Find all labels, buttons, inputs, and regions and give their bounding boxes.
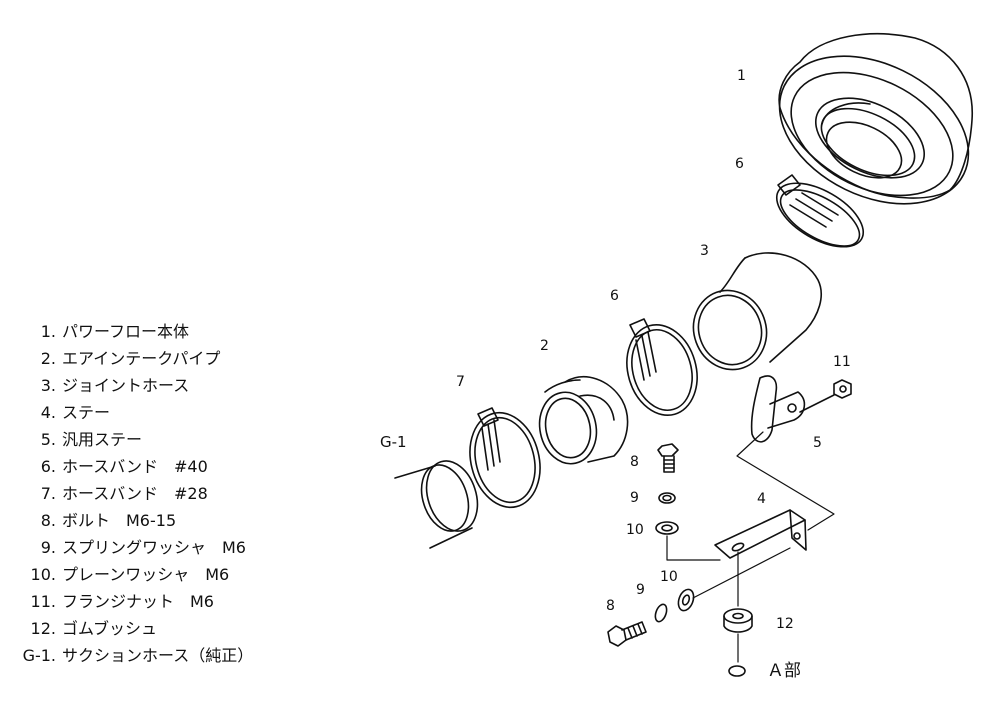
part-number: 6.: [40, 457, 56, 476]
spring-washer-lower: [654, 603, 668, 623]
part-name: 汎用ステー: [62, 430, 143, 449]
mounting-hole-a: [728, 665, 746, 677]
part-number: 11.: [30, 592, 56, 611]
parts-list-item: 6. ホースバンド #40: [18, 453, 253, 480]
part-name: ジョイントホース: [62, 376, 190, 395]
part-name: スプリングワッシャ M6: [62, 538, 246, 557]
part-number: 7.: [40, 484, 56, 503]
callout-6-upper: 6: [735, 156, 744, 172]
plain-washer-upper: [655, 521, 679, 535]
callout-11: 11: [833, 354, 851, 370]
rubber-bush: [723, 608, 753, 633]
leader-line-lower: [692, 547, 791, 599]
parts-list-item: 5. 汎用ステー: [18, 426, 253, 453]
callout-10-lower: 10: [660, 569, 678, 585]
part-name: パワーフロー本体: [62, 322, 190, 341]
bolt-line-11: [799, 394, 835, 413]
part-number: 12.: [30, 619, 56, 638]
bolt-lower: [607, 621, 647, 647]
part-name: ボルト M6-15: [62, 511, 177, 530]
part-name: ホースバンド #40: [62, 457, 208, 476]
callout-7: 7: [456, 374, 465, 390]
parts-list-item: 3. ジョイントホース: [18, 372, 253, 399]
parts-list-item: 12. ゴムブッシュ: [18, 615, 253, 642]
parts-list-item: 2. エアインテークパイプ: [18, 345, 253, 372]
spring-washer-upper: [658, 492, 676, 504]
callout-6-lower: 6: [610, 288, 619, 304]
part-number: 2.: [40, 349, 56, 368]
stay: [714, 509, 807, 559]
callout-8-upper: 8: [630, 454, 639, 470]
bolt-upper: [657, 443, 679, 473]
suction-hose: [394, 460, 479, 549]
joint-hose: [692, 252, 822, 371]
callout-9-lower: 9: [636, 582, 645, 598]
callout-2: 2: [540, 338, 549, 354]
spring-washer-upper-hole: [662, 494, 672, 502]
callout-a-section: Ａ部: [767, 661, 801, 681]
callout-g1: G-1: [380, 433, 407, 451]
callout-3: 3: [700, 243, 709, 259]
plain-washer-lower-hole: [681, 594, 691, 606]
part-number: 3.: [40, 376, 56, 395]
leader-line-washers: [666, 535, 721, 561]
leader-line-5-4: [736, 431, 835, 531]
universal-stay: [750, 375, 806, 443]
part-name: プレーンワッシャ M6: [62, 565, 230, 584]
flange-nut: [833, 379, 852, 399]
callout-5: 5: [813, 435, 822, 451]
part-name: ゴムブッシュ: [62, 619, 158, 638]
callout-9-upper: 9: [630, 490, 639, 506]
part-name: フランジナット M6: [62, 592, 214, 611]
parts-list-item: 1. パワーフロー本体: [18, 318, 253, 345]
callout-8-lower: 8: [606, 598, 615, 614]
callout-10-upper: 10: [626, 522, 644, 538]
parts-list: 1. パワーフロー本体 2. エアインテークパイプ 3. ジョイントホース 4. ステー…: [18, 318, 254, 669]
part-number: 1.: [40, 322, 56, 341]
plain-washer-upper-hole: [661, 524, 673, 532]
parts-list-item: 8. ボルト M6-15: [18, 507, 253, 534]
part-number: G-1.: [22, 646, 56, 665]
parts-list-item: 4. ステー: [18, 399, 253, 426]
part-name: エアインテークパイプ: [62, 349, 221, 368]
part-name: ステー: [62, 403, 111, 422]
part-number: 5.: [40, 430, 56, 449]
callout-4: 4: [757, 491, 766, 507]
part-number: 10.: [30, 565, 56, 584]
part-number: 9.: [40, 538, 56, 557]
callout-12: 12: [776, 616, 794, 632]
parts-list-item: 11. フランジナット M6: [18, 588, 253, 615]
part-name: サクションホース（純正）: [62, 646, 254, 665]
part-number: 4.: [40, 403, 56, 422]
callout-1: 1: [737, 68, 746, 84]
hose-band-40-lower: [626, 318, 698, 417]
parts-list-item: 10. プレーンワッシャ M6: [18, 561, 253, 588]
air-intake-pipe: [538, 376, 629, 465]
air-filter-body: [778, 33, 973, 205]
hose-band-40-upper: [775, 174, 865, 248]
hose-band-28: [469, 407, 541, 509]
plain-washer-lower: [677, 588, 695, 612]
parts-list-item: 9. スプリングワッシャ M6: [18, 534, 253, 561]
parts-list-item: 7. ホースバンド #28: [18, 480, 253, 507]
part-name: ホースバンド #28: [62, 484, 208, 503]
parts-list-item: G-1. サクションホース（純正）: [18, 642, 254, 669]
part-number: 8.: [40, 511, 56, 530]
